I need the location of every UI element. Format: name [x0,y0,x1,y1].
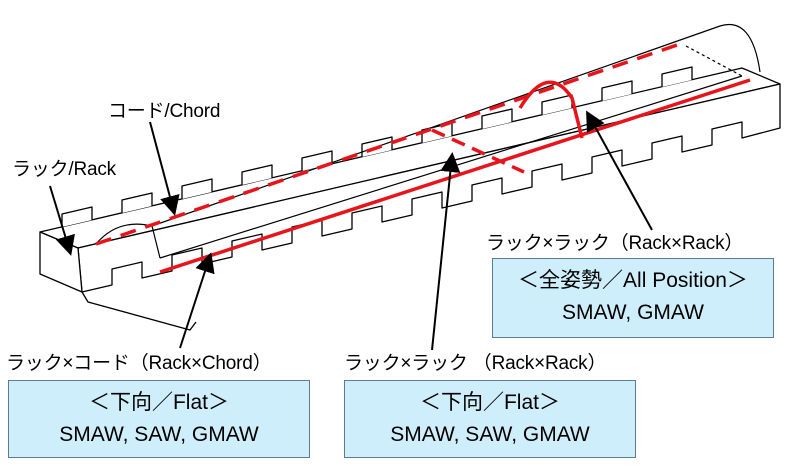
rack-chord-arrow [179,252,215,349]
callout-arrows [49,110,653,351]
all-position-box: ＜全姿勢／All Position＞ SMAW, GMAW [492,258,774,338]
rack-chord-weld-line [159,78,751,274]
rack-label: ラック/Rack [12,159,116,180]
rack-rack-top-arrow [586,110,653,231]
rack-rack-bottom-arrow [431,152,461,351]
rack-rack-weld-diagonal [431,128,525,174]
flat-left-title: ＜下向／Flat＞ [88,391,229,414]
flat-left-box: ＜下向／Flat＞ SMAW, SAW, GMAW [8,380,310,458]
rack-rack-weld-arc [518,80,584,139]
all-position-title: ＜全姿勢／All Position＞ [518,269,748,292]
flat-right-box: ＜下向／Flat＞ SMAW, SAW, GMAW [344,380,636,458]
rack-rack-top-label: ラック×ラック（Rack×Rack） [486,233,744,254]
chord-label: コード/Chord [108,101,221,122]
flat-right-processes: SMAW, SAW, GMAW [390,423,590,446]
rack-arrow [49,185,75,256]
rack-rack-bottom-label: ラック×ラック （Rack×Rack） [344,353,607,374]
weld-lines [95,42,751,274]
rack-chord-label: ラック×コード（Rack×Chord） [6,353,272,374]
flat-left-processes: SMAW, SAW, GMAW [59,423,259,446]
flat-right-title: ＜下向／Flat＞ [419,391,560,414]
chord-arrow [149,121,180,216]
all-position-processes: SMAW, GMAW [562,301,704,324]
